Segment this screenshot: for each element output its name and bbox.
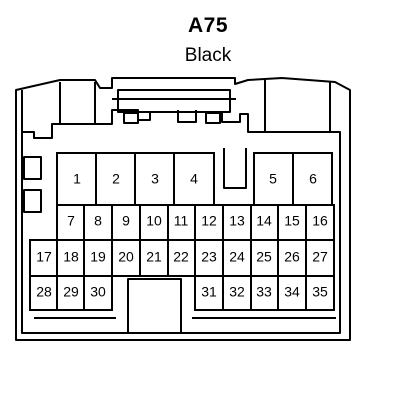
pin-label-24: 24 [229,249,245,265]
pin-label-17: 17 [36,249,52,265]
keyway-slot [223,148,247,189]
pin-label-12: 12 [201,213,217,229]
pin-label-23: 23 [201,249,217,265]
pin-label-9: 9 [122,213,130,229]
pin-label-4: 4 [190,171,198,187]
pin-label-27: 27 [312,249,328,265]
pin-label-14: 14 [256,213,272,229]
side-hole-lower [23,189,42,213]
connector-housing-outline [15,77,351,341]
pin-label-26: 26 [284,249,300,265]
pin-label-7: 7 [67,213,75,229]
pin-label-32: 32 [229,284,245,300]
connector-id: A75 [187,14,229,37]
bottom-key [127,278,182,334]
side-hole-upper [23,156,42,180]
pin-label-29: 29 [63,284,79,300]
latch-tab-right [205,112,221,124]
pin-label-30: 30 [90,284,106,300]
pin-label-20: 20 [118,249,134,265]
pin-label-11: 11 [174,213,189,229]
pin-label-2: 2 [112,171,120,187]
pin-label-34: 34 [284,284,300,300]
pin-label-3: 3 [151,171,159,187]
pin-label-35: 35 [312,284,328,300]
connector-color-label: Black [184,45,232,66]
pin-label-25: 25 [256,249,272,265]
pin-label-8: 8 [94,213,102,229]
latch-tab-left [123,112,139,124]
pin-label-19: 19 [90,249,106,265]
pin-label-6: 6 [309,171,317,187]
pin-label-15: 15 [284,213,300,229]
pin-label-18: 18 [63,249,79,265]
pin-label-33: 33 [256,284,272,300]
pin-label-31: 31 [201,284,217,300]
pin-cavity-30 [83,275,113,311]
pin-label-10: 10 [146,213,162,229]
pin-label-28: 28 [36,284,52,300]
pin-label-5: 5 [269,171,277,187]
pin-label-21: 21 [146,249,162,265]
pin-label-1: 1 [73,171,81,187]
pin-label-13: 13 [229,213,245,229]
center-latch [117,89,231,113]
pin-label-22: 22 [173,249,189,265]
pin-cavity-35 [305,275,335,311]
pin-label-16: 16 [312,213,328,229]
